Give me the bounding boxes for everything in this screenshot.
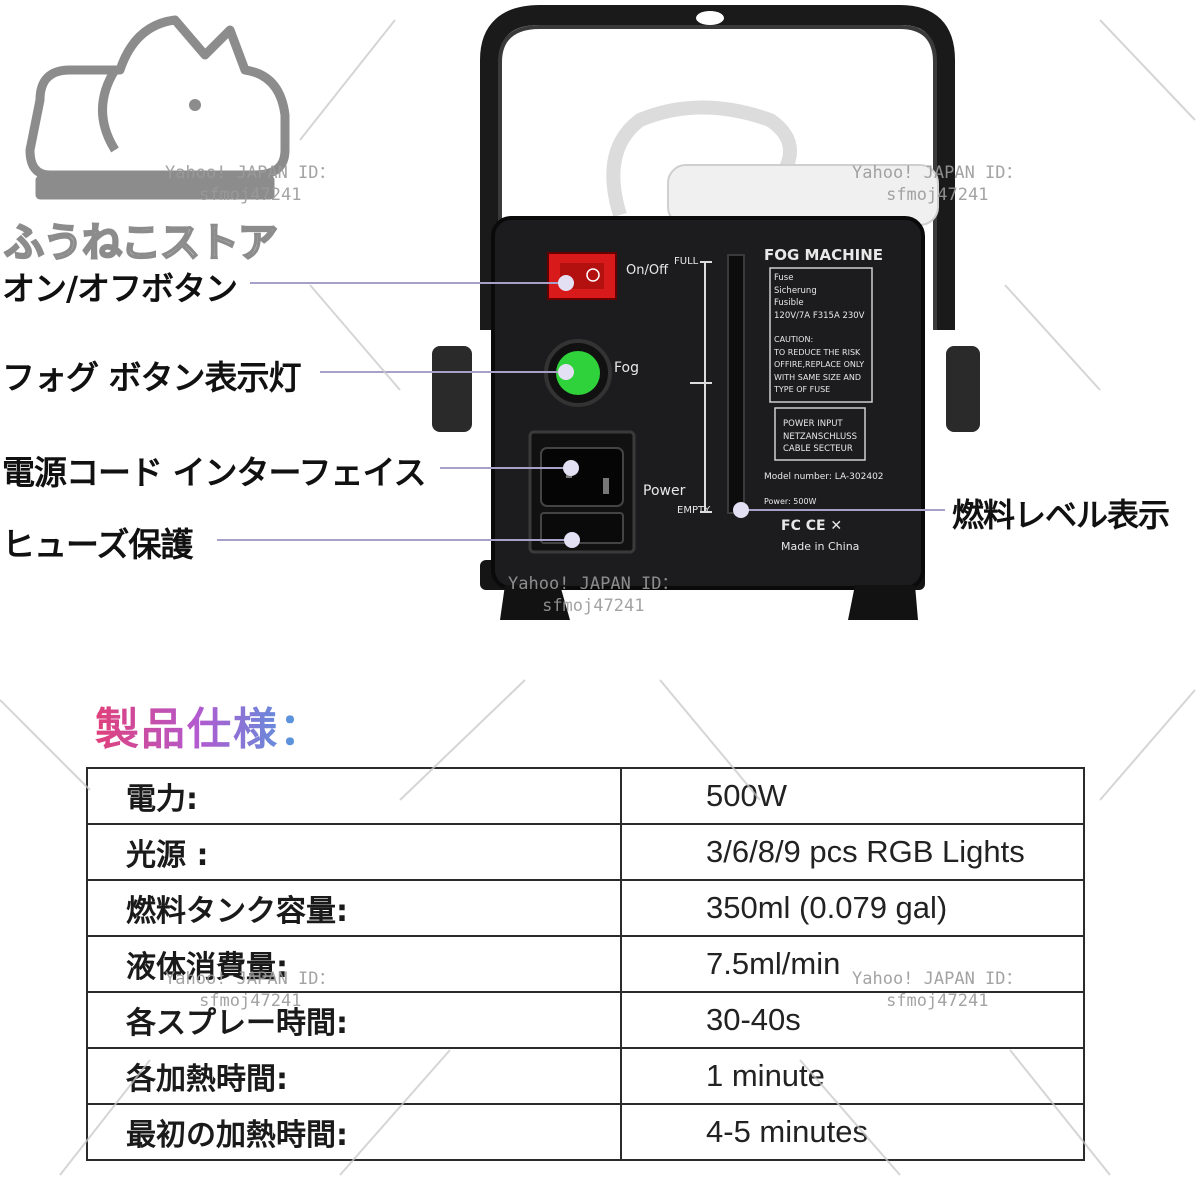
store-name: ふうねこストア [3,219,279,267]
right-knob [946,346,980,432]
tube [606,100,797,218]
gauge-empty-label: EMPTY [677,505,711,516]
spec-value: 3/6/8/9 pcs RGB Lights [620,823,1085,881]
gauge-full-label: FULL [674,256,699,267]
table-row: 燃料タンク容量: 350ml (0.079 gal) [86,879,1085,937]
callout-fuse: ヒューズ保護 [2,525,193,564]
spec-value: 4-5 minutes [620,1103,1085,1161]
callout-fog-indicator: フォグ ボタン表示灯 [2,358,301,397]
spec-value: 1 minute [620,1047,1085,1105]
spec-key: 最初の加熱時間: [86,1103,622,1161]
machine-title: FOG MACHINE [764,246,884,264]
spec-value: 350ml (0.079 gal) [620,879,1085,937]
power-rating: Power: 500W [764,497,817,506]
table-row: 各加熱時間: 1 minute [86,1047,1085,1105]
left-foot [500,585,570,620]
product-photo: ふうねこストア オン/オフボタン フォグ ボタン表示灯 電源コード インターフェ… [2,5,1170,620]
callout-fuel-level: 燃料レベル表示 [952,496,1170,534]
fuse-info: Fuse Sicherung Fusible 120V/7A F315A 230… [774,273,865,321]
watermark: Yahoo! JAPAN ID：sfmoj47241 [852,163,1023,205]
made-in-label: Made in China [781,540,860,553]
table-row: 各スプレー時間: 30-40s [86,991,1085,1049]
watermark: Yahoo! JAPAN ID：sfmoj47241 [165,969,336,1011]
table-row: 液体消費量: 7.5ml/min [86,935,1085,993]
power-input-info: POWER INPUT NETZANSCHLUSS CABLE SECTEUR [783,419,857,454]
fog-machine-illustration [25,5,980,620]
handle-hole [696,11,724,25]
spec-key: 各スプレー時間: [86,991,622,1049]
callout-onoff-button: オン/オフボタン [2,269,238,308]
spec-value: 30-40s [620,991,1085,1049]
fog-label: Fog [614,360,640,376]
spec-key: 電力: [86,767,622,825]
model-number: Model number: LA-302402 [764,472,884,482]
watermark: Yahoo! JAPAN ID：sfmoj47241 [165,163,336,205]
power-label: Power [643,483,686,499]
caution-info: CAUTION: TO REDUCE THE RISK OFFIRE,REPLA… [774,335,865,394]
store-logo [25,15,290,200]
right-foot [848,585,918,620]
watermark: Yahoo! JAPAN ID：sfmoj47241 [852,969,1023,1011]
spec-value: 500W [620,767,1085,825]
onoff-label: On/Off [626,263,669,278]
spec-key: 光源 : [86,823,622,881]
table-row: 電力: 500W [86,767,1085,825]
spec-table: 電力: 500W 光源 : 3/6/8/9 pcs RGB Lights 燃料タ… [86,767,1085,1161]
table-row: 光源 : 3/6/8/9 pcs RGB Lights [86,823,1085,881]
spec-key: 各加熱時間: [86,1047,622,1105]
spec-value: 7.5ml/min [620,935,1085,993]
spec-key: 燃料タンク容量: [86,879,622,937]
table-row: 最初の加熱時間: 4-5 minutes [86,1103,1085,1161]
spec-title: 製品仕様： [95,693,325,757]
watermark: Yahoo! JAPAN ID：sfmoj47241 [508,574,679,616]
certification-marks: FC CE ✕ [781,518,843,534]
spec-key: 液体消費量: [86,935,622,993]
callout-power-interface: 電源コード インターフェイス [2,453,427,492]
fuel-gauge [727,254,745,514]
left-knob [432,346,472,432]
